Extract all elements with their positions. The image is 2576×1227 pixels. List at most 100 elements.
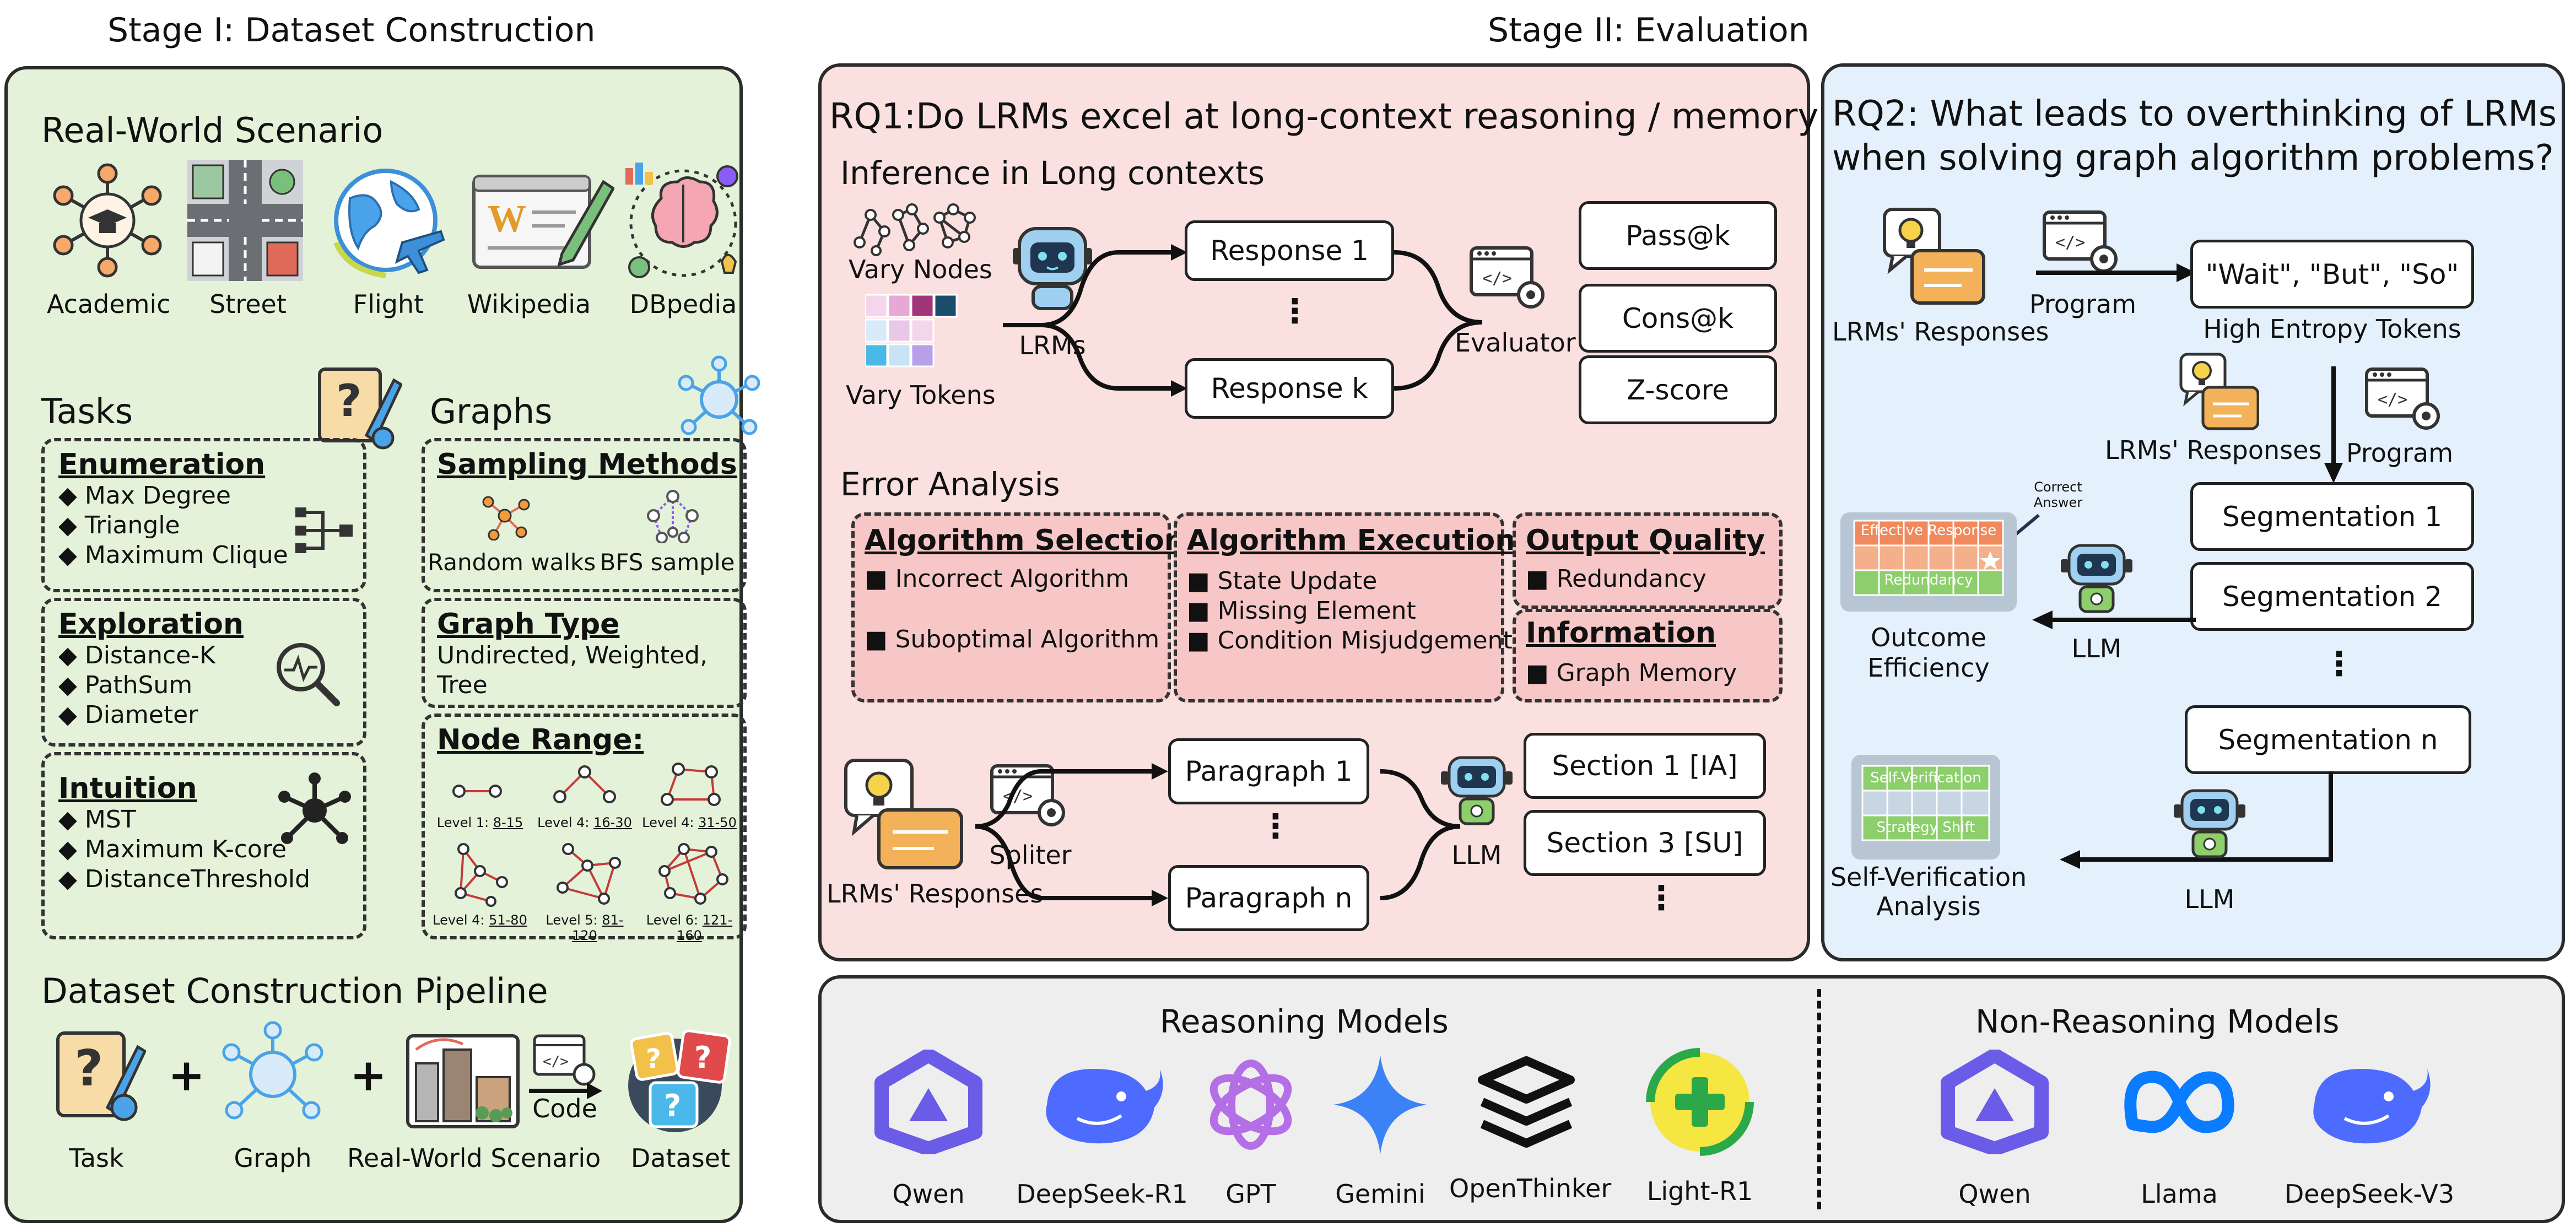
model-name: Qwen [1958, 1179, 2031, 1209]
rq1-title: RQ1:Do LRMs excel at long-context reason… [829, 96, 1838, 137]
program-icon: </> [2043, 210, 2118, 273]
street-icon [187, 160, 303, 281]
arrow-right-icon [529, 1083, 602, 1099]
scenario-label-academic: Academic [47, 289, 171, 319]
vary-nodes-label: Vary Nodes [849, 255, 992, 284]
graphs-title: Graphs [430, 391, 553, 431]
inference-arrows [1003, 244, 1483, 397]
outcome-label: Outcome [1871, 623, 1986, 652]
wikipedia-icon: W [472, 175, 614, 269]
task-exploration-box: Exploration ◆ Distance-K ◆ PathSum ◆ Dia… [41, 598, 366, 747]
graph-icon [222, 1021, 323, 1120]
output-quality-box: Output Quality ■ Redundancy [1513, 512, 1783, 609]
sv-analysis-line1: Self-Verification [1830, 862, 2027, 892]
error-item: Redundancy [1556, 565, 1706, 593]
svg-text:W: W [488, 198, 526, 240]
code-label: Code [532, 1094, 597, 1123]
node-range-box: Node Range: Level 1: 8-15 Level 4: 16-30… [422, 714, 747, 943]
gpt-logo-icon [1209, 1060, 1292, 1150]
correct-answer-label: Correct Answer [2033, 479, 2083, 510]
svg-text:</>: </> [1482, 269, 1512, 288]
task-item: Diameter [84, 701, 198, 729]
lrm-responses-icon [2179, 353, 2259, 430]
sampling-title: Sampling Methods [437, 448, 737, 481]
scenario-label-wikipedia: Wikipedia [467, 289, 591, 319]
node-range-level: Level 4: 16-30 [537, 815, 632, 830]
self-verification-grid-icon [1851, 755, 2000, 860]
arrow-left-icon [2032, 610, 2196, 629]
task-intuition-box: Intuition ◆ MST ◆ Maximum K-core ◆ Dista… [41, 752, 366, 939]
evaluator-label: Evaluator [1455, 328, 1576, 358]
rq2-title-line2: when solving graph algorithm problems? [1832, 138, 2554, 179]
sampling-random-walks: Random walks [428, 549, 596, 576]
sv-analysis-line2: Analysis [1876, 891, 1981, 921]
arrow-right-icon [2036, 263, 2196, 282]
error-item: Condition Misjudgement [1217, 626, 1513, 655]
scenario-label-street: Street [209, 289, 287, 319]
error-item: Graph Memory [1556, 659, 1737, 687]
task-item: MST [84, 806, 136, 834]
pipeline-label-graph: Graph [234, 1143, 312, 1173]
error-item: Suboptimal Algorithm [895, 625, 1160, 653]
response-k-box: Response k [1185, 358, 1394, 419]
algorithm-execution-title: Algorithm Execution [1187, 524, 1516, 557]
qwen-logo-icon [874, 1050, 982, 1154]
program-label: Program [2029, 289, 2137, 319]
llm-label: LLM [2184, 884, 2235, 914]
metric-consk-box: Cons@k [1579, 284, 1777, 353]
task-enumeration-title: Enumeration [58, 448, 266, 481]
plus-sign: + [168, 1050, 206, 1101]
flight-icon [333, 169, 445, 278]
graph-type-text: Undirected, Weighted, [437, 641, 708, 669]
response-1-box: Response 1 [1185, 220, 1394, 281]
robot-icon [1013, 227, 1092, 310]
plus-sign: + [350, 1050, 387, 1101]
model-name: Gemini [1335, 1179, 1425, 1209]
llm-robot-icon [1441, 756, 1513, 825]
scenario-icon [406, 1034, 520, 1128]
vertical-dots: ⋮ [1259, 807, 1292, 846]
model-name: Light-R1 [1646, 1176, 1753, 1206]
high-entropy-label: High Entropy Tokens [2203, 314, 2461, 344]
section-3-box: Section 3 [SU] [1524, 810, 1766, 876]
stage1-title: Stage I: Dataset Construction [107, 11, 596, 50]
task-icon: ? [318, 367, 402, 450]
magnifier-icon [277, 643, 340, 706]
vertical-dots: ⋮ [1645, 879, 1678, 917]
vary-nodes-icon [854, 203, 976, 256]
outcome-grid-icon [1840, 512, 2017, 612]
arrow-elbow-icon [2060, 771, 2333, 869]
level4-graph-icon [455, 843, 508, 907]
model-name: OpenThinker [1449, 1174, 1612, 1203]
level2-graph-icon [553, 765, 616, 803]
error-analysis-title: Error Analysis [840, 466, 1060, 503]
task-item: Max Degree [84, 482, 231, 510]
segmentation-2-box: Segmentation 2 [2190, 562, 2474, 631]
node-range-level: Level 5: 81-120 [546, 912, 624, 943]
random-walk-icon [482, 496, 530, 540]
pipeline-label-task: Task [69, 1143, 124, 1173]
rq2-title-line1: RQ2: What leads to overthinking of LRMs [1832, 94, 2557, 134]
strategy-shift-label: Strategy Shift [1876, 819, 1975, 836]
model-name: GPT [1225, 1179, 1276, 1209]
svg-text:</>: </> [2378, 390, 2407, 409]
self-verification-grid-label: Self-Verification [1870, 770, 1981, 786]
error-item: State Update [1217, 567, 1378, 595]
evaluator-icon: </> [1470, 246, 1544, 309]
scenario-label-flight: Flight [353, 289, 424, 319]
vertical-dots: ⋮ [1278, 292, 1311, 331]
segmentation-n-box: Segmentation n [2185, 705, 2471, 774]
model-name: DeepSeek-R1 [1016, 1179, 1188, 1209]
task-item: Maximum Clique [84, 541, 288, 569]
hierarchy-icon [295, 507, 353, 553]
svg-text:?: ? [646, 1044, 661, 1074]
scenario-title: Real-World Scenario [41, 110, 384, 150]
error-item: Incorrect Algorithm [895, 565, 1129, 593]
effective-response-label: Effective Response [1860, 522, 1997, 539]
sampling-bfs: BFS sample [600, 549, 735, 576]
information-title: Information [1526, 617, 1716, 650]
gemini-logo-icon [1333, 1055, 1427, 1154]
code-icon: </> [533, 1034, 596, 1086]
algorithm-selection-title: Algorithm Selection [865, 524, 1185, 557]
pipeline-label-dataset: Dataset [630, 1143, 731, 1173]
